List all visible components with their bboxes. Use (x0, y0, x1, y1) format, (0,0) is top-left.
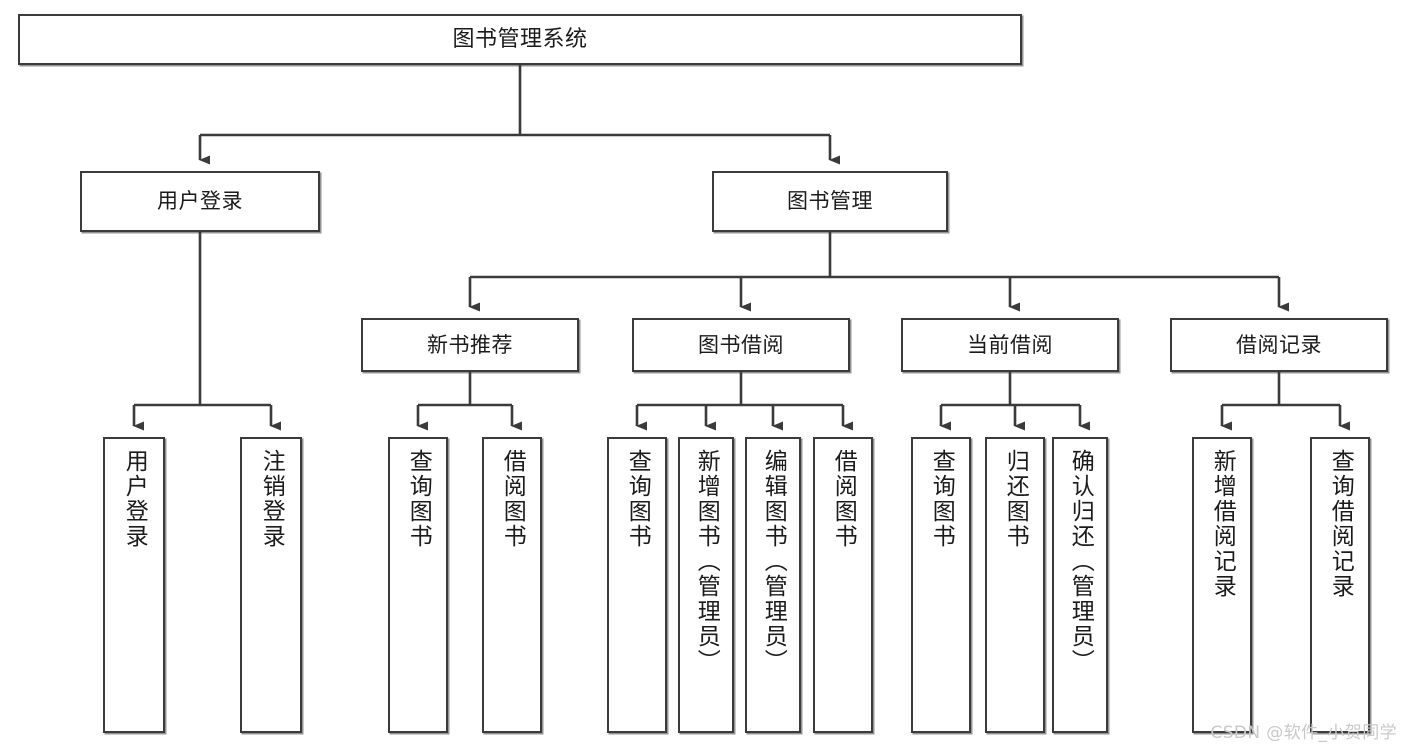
node-leaf-add-record-label: 新增借阅记录 (1209, 449, 1236, 599)
node-leaf-edit-book[interactable]: 编辑图书（管理员） (745, 437, 801, 733)
node-book-borrow-label: 图书借阅 (698, 332, 784, 357)
node-book-manage[interactable]: 图书管理 (712, 171, 948, 232)
node-leaf-user-login-label: 用户登录 (121, 449, 148, 549)
node-leaf-logout[interactable]: 注销登录 (240, 437, 302, 733)
node-leaf-borrow-book-1[interactable]: 借阅图书 (482, 437, 542, 733)
node-leaf-return-book-label: 归还图书 (1002, 449, 1029, 549)
node-leaf-query-book-3-label: 查询图书 (928, 449, 955, 549)
node-leaf-query-record-label: 查询借阅记录 (1327, 449, 1354, 599)
node-leaf-return-book[interactable]: 归还图书 (985, 437, 1045, 733)
node-leaf-query-book-1[interactable]: 查询图书 (388, 437, 448, 733)
node-leaf-add-book[interactable]: 新增图书（管理员） (678, 437, 734, 733)
node-leaf-add-record[interactable]: 新增借阅记录 (1192, 437, 1252, 733)
node-root[interactable]: 图书管理系统 (18, 14, 1022, 65)
node-borrow-record[interactable]: 借阅记录 (1170, 318, 1388, 372)
node-leaf-logout-label: 注销登录 (258, 449, 285, 549)
node-leaf-query-book-1-label: 查询图书 (405, 449, 432, 549)
node-new-book-recommend-label: 新书推荐 (427, 332, 513, 357)
node-leaf-edit-book-label: 编辑图书（管理员） (760, 449, 787, 674)
node-leaf-confirm-return-label: 确认归还（管理员） (1067, 449, 1094, 674)
node-borrow-record-label: 借阅记录 (1236, 332, 1322, 357)
node-book-borrow[interactable]: 图书借阅 (632, 318, 850, 372)
node-leaf-add-book-label: 新增图书（管理员） (693, 449, 720, 674)
node-user-login[interactable]: 用户登录 (80, 171, 320, 232)
node-leaf-query-book-2[interactable]: 查询图书 (607, 437, 667, 733)
node-leaf-query-book-2-label: 查询图书 (624, 449, 651, 549)
node-leaf-borrow-book-2-label: 借阅图书 (830, 449, 857, 549)
node-leaf-user-login[interactable]: 用户登录 (103, 437, 165, 733)
node-leaf-confirm-return[interactable]: 确认归还（管理员） (1052, 437, 1108, 733)
node-user-login-label: 用户登录 (157, 189, 243, 213)
node-leaf-borrow-book-2[interactable]: 借阅图书 (813, 437, 873, 733)
node-book-manage-label: 图书管理 (787, 189, 873, 213)
node-current-borrow-label: 当前借阅 (967, 332, 1053, 357)
node-current-borrow[interactable]: 当前借阅 (901, 318, 1119, 372)
node-leaf-borrow-book-1-label: 借阅图书 (499, 449, 526, 549)
node-new-book-recommend[interactable]: 新书推荐 (361, 318, 579, 372)
node-root-label: 图书管理系统 (452, 26, 588, 52)
node-leaf-query-book-3[interactable]: 查询图书 (911, 437, 971, 733)
node-leaf-query-record[interactable]: 查询借阅记录 (1310, 437, 1370, 733)
